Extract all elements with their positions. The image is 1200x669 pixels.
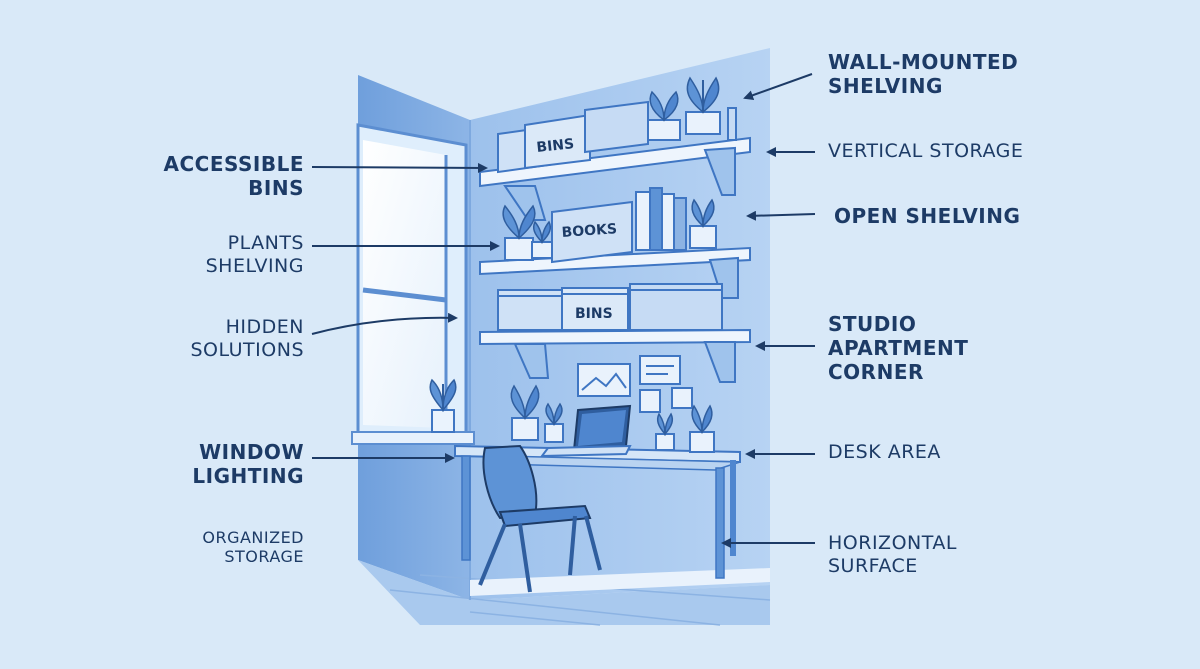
plant-icon (655, 412, 675, 451)
middle-shelf: BOOKS (479, 187, 751, 299)
label-window-lighting: WINDOW LIGHTING (192, 440, 304, 488)
top-shelf: BINS (479, 76, 751, 221)
label-horizontal-surface: HORIZONTAL SURFACE (828, 532, 957, 577)
books-box-label: BOOKS (561, 221, 617, 241)
label-studio-apartment-corner: STUDIO APARTMENT CORNER (828, 312, 969, 384)
top-bin-label: BINS (536, 136, 575, 156)
top-bins: BINS (497, 100, 649, 174)
window-glass (363, 140, 446, 428)
label-plants-shelving: PLANTS SHELVING (205, 232, 304, 277)
label-wall-mounted-shelving: WALL-MOUNTED SHELVING (828, 50, 1019, 98)
laptop-icon (539, 404, 632, 458)
label-open-shelving: OPEN SHELVING (834, 204, 1021, 228)
shelf-bracket (703, 146, 736, 196)
plant-icon (502, 204, 536, 261)
label-accessible-bins: ACCESSIBLE BINS (163, 152, 304, 200)
bookend (727, 107, 737, 141)
callout-arrows (311, 73, 816, 548)
wall-pinboard (577, 355, 693, 413)
baseboard (470, 568, 770, 596)
bottom-bin-label: BINS (575, 306, 613, 322)
plant-icon (689, 198, 717, 249)
label-hidden-solutions: HIDDEN SOLUTIONS (190, 316, 304, 361)
arrow-icon (311, 162, 488, 173)
plant-icon (685, 76, 721, 135)
window (351, 123, 475, 445)
plant-icon (647, 90, 681, 141)
plant-icon (510, 384, 540, 441)
label-organized-storage: ORGANIZED STORAGE (202, 528, 304, 567)
window-sill (351, 431, 475, 445)
arrow-icon (743, 73, 813, 101)
bottom-shelf: BINS (479, 283, 751, 383)
plant-icon (531, 220, 553, 259)
plant-icon (544, 402, 564, 443)
shelf-bracket (703, 341, 736, 383)
shelf-bracket (513, 343, 550, 379)
floor (358, 560, 770, 625)
bottom-bins (497, 283, 723, 331)
chair-icon (478, 444, 602, 593)
arrow-icon (311, 312, 458, 335)
plant-icon (429, 378, 457, 433)
books (635, 187, 687, 251)
label-vertical-storage: VERTICAL STORAGE (828, 140, 1024, 162)
plant-icon (689, 404, 715, 453)
label-desk-area: DESK AREA (828, 441, 941, 463)
arrow-icon (746, 210, 816, 221)
